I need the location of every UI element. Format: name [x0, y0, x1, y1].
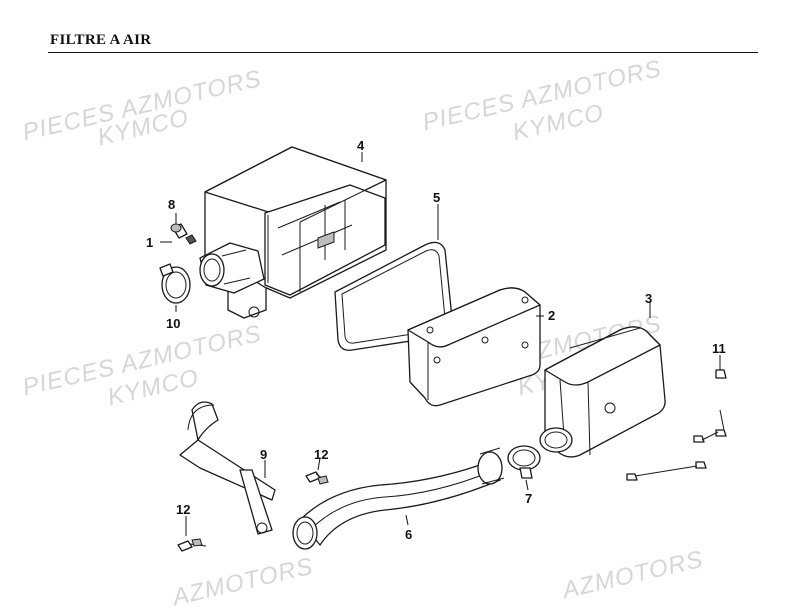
callout-4: 4: [357, 138, 365, 153]
page-title: FILTRE A AIR: [50, 32, 152, 48]
inlet-boot: [185, 234, 265, 294]
callout-7: 7: [525, 491, 532, 506]
callout-5: 5: [433, 190, 440, 205]
callout-8: 8: [168, 197, 175, 212]
callout-9: 9: [260, 447, 267, 462]
callout-3: 3: [645, 291, 652, 306]
bolt-12-upper: [305, 471, 329, 485]
air-box-cover-3: [539, 326, 666, 458]
hose-clamp-10: [159, 263, 191, 304]
callout-12-lower: 12: [176, 502, 190, 517]
filter-element-2: [407, 287, 541, 407]
callout-labels: 1 2 3 4 5 6 7 8 9 10 11 12 12: [146, 138, 726, 542]
leader-lines: [160, 152, 721, 536]
callout-11: 11: [712, 341, 726, 356]
callout-6: 6: [405, 527, 412, 542]
callout-10: 10: [166, 316, 180, 331]
callout-12-upper: 12: [314, 447, 328, 462]
screw-8: [170, 223, 188, 239]
title-underline: [48, 52, 758, 53]
bracket-9: [179, 401, 276, 535]
cover-screws-11: [626, 360, 727, 481]
bolt-12-lower: [177, 538, 207, 552]
callout-1: 1: [146, 235, 153, 250]
hose-clamp-7: [507, 445, 541, 479]
air-hose-6: [292, 447, 505, 550]
callout-2: 2: [548, 308, 555, 323]
